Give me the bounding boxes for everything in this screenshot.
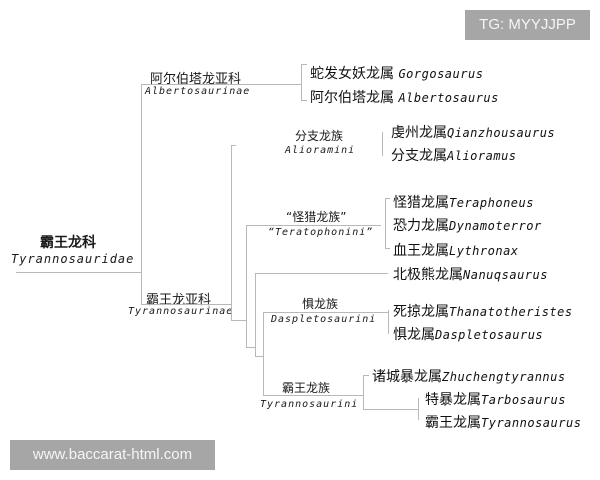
albertosaurinae-cn-label: 阿尔伯塔龙亚科: [150, 72, 242, 87]
branch-line: [301, 64, 307, 65]
daspletosaurini-latin-label: Daspletosaurini: [271, 314, 377, 325]
daspletosaurini-cn-label: 惧龙族: [302, 297, 339, 311]
tyrannosaurinae-latin-label: Tyrannosaurinae: [128, 306, 234, 317]
branch-line: [246, 225, 381, 226]
branch-line: [382, 132, 383, 156]
genus-lythronax: 血王龙属Lythronax: [393, 243, 519, 259]
teratophonini-latin-label: “Teratophonini”: [268, 227, 374, 238]
branch-line: [263, 395, 363, 396]
branch-line: [363, 375, 369, 376]
branch-line: [385, 248, 390, 249]
watermark-bottom: www.baccarat-html.com: [10, 440, 215, 470]
branch-line: [141, 84, 301, 85]
tyrannosaurini-latin-label: Tyrannosaurini: [260, 399, 359, 410]
branch-line: [246, 347, 255, 348]
branch-line: [231, 145, 232, 320]
genus-albertosaurus: 阿尔伯塔龙属 Albertosaurus: [310, 90, 499, 106]
branch-line: [363, 409, 418, 410]
branch-line: [255, 356, 263, 357]
branch-line: [255, 273, 388, 274]
branch-line: [141, 272, 142, 304]
branch-line: [255, 273, 256, 356]
branch-line: [385, 198, 386, 248]
branch-line: [418, 398, 419, 420]
genus-thanatotheristes: 死掠龙属Thanatotheristes: [393, 304, 573, 320]
branch-line: [263, 312, 264, 395]
genus-qianzhousaurus: 虔州龙属Qianzhousaurus: [391, 125, 556, 141]
genus-zhuchengtyrannus: 诸城暴龙属Zhuchengtyrannus: [372, 369, 566, 385]
branch-line: [16, 272, 141, 273]
branch-line: [385, 198, 390, 199]
genus-tyrannosaurus: 霸王龙属Tyrannosaurus: [425, 415, 582, 431]
branch-line: [141, 304, 231, 305]
genus-tarbosaurus: 特暴龙属Tarbosaurus: [425, 392, 566, 408]
tyrannosaurini-cn-label: 霸王龙族: [282, 381, 331, 395]
genus-teraphoneus: 怪猎龙属Teraphoneus: [393, 195, 534, 211]
genus-gorgosaurus: 蛇发女妖龙属 Gorgosaurus: [310, 66, 484, 82]
branch-line: [301, 64, 302, 100]
branch-line: [141, 84, 142, 272]
branch-line: [231, 145, 236, 146]
branch-line: [363, 375, 364, 409]
teratophonini-cn-label: “怪猎龙族”: [286, 210, 347, 224]
albertosaurinae-latin-label: Albertosaurinae: [145, 86, 251, 97]
branch-line: [246, 225, 247, 347]
watermark-top: TG: MYYJJPP: [465, 10, 590, 40]
branch-line: [301, 100, 307, 101]
genus-nanuqsaurus: 北极熊龙属Nanuqsaurus: [393, 267, 548, 283]
genus-dynamoterror: 恐力龙属Dynamoterror: [393, 218, 542, 234]
genus-daspletosaurus: 惧龙属Daspletosaurus: [393, 327, 544, 343]
root-cn-label: 霸王龙科: [40, 235, 96, 251]
alioramini-latin-label: Alioramini: [285, 145, 356, 156]
root-latin-label: Tyrannosauridae: [11, 252, 135, 266]
genus-alioramus: 分支龙属Alioramus: [391, 148, 517, 164]
branch-line: [388, 310, 389, 334]
branch-line: [231, 320, 246, 321]
branch-line: [263, 312, 388, 313]
alioramini-cn-label: 分支龙族: [295, 129, 344, 143]
